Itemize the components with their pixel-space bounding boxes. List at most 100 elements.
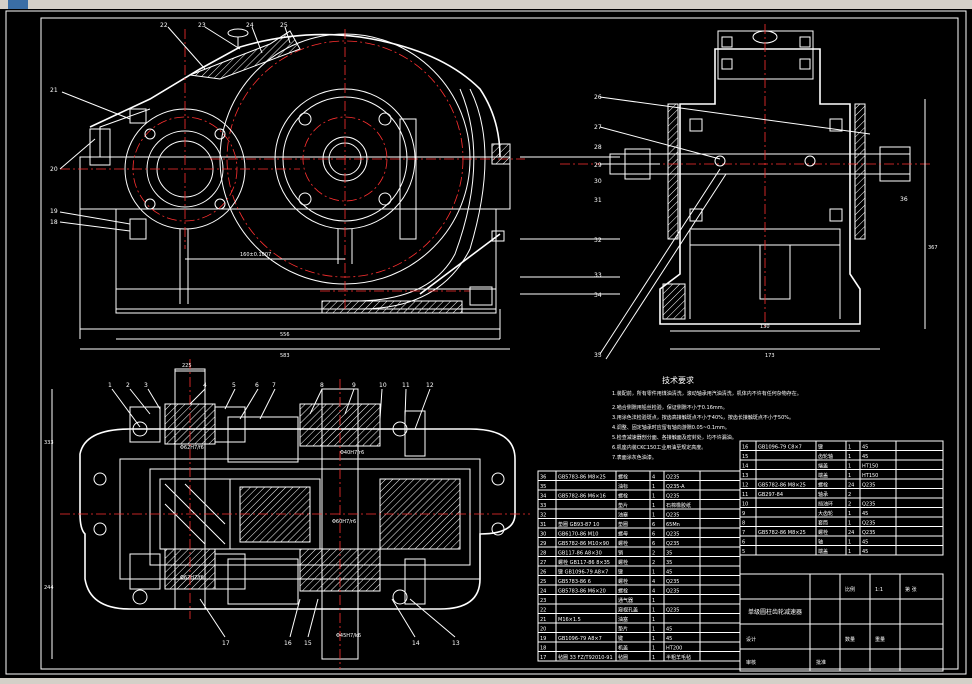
bom-cell: 1 — [652, 608, 655, 614]
bom-cell: Q235 — [666, 589, 679, 595]
bom-cell: GB117-86 A8×30 — [558, 551, 602, 557]
bom-cell: 10 — [742, 502, 748, 508]
bom-cell: 25 — [540, 579, 546, 585]
leader-30: 30 — [594, 178, 602, 185]
leader-6: 6 — [255, 382, 259, 389]
tech-item-2: 2.啮合侧隙用铅丝检验，保证侧隙不小于0.16mm。 — [612, 404, 728, 411]
leader-35: 35 — [594, 352, 602, 359]
bom-cell: 垫片 — [618, 626, 628, 633]
bom-cell: 螺栓 — [818, 529, 828, 536]
bom-cell: 1 — [848, 511, 851, 517]
bom-cell: 45 — [862, 454, 868, 460]
bom-cell: 24 — [848, 530, 854, 536]
bom-cell: 销 — [618, 550, 623, 557]
fit-label-1: Φ62H7/f6 — [180, 445, 204, 451]
leader-34: 34 — [594, 292, 602, 299]
bom-cell: 12 — [742, 483, 748, 489]
bom-cell: 36 — [540, 475, 546, 481]
bom-cell: 螺栓 — [618, 540, 628, 547]
leader-5: 5 — [232, 382, 236, 389]
bom-cell: 45 — [666, 570, 672, 576]
bom-cell: 11 — [742, 492, 748, 498]
bom-cell: 16 — [742, 445, 748, 451]
bom-cell: GB6170-86 M10 — [558, 532, 598, 538]
bom-cell: HT150 — [862, 473, 878, 479]
dim-left-h1: 333 — [44, 440, 54, 446]
scale-value: 1:1 — [875, 587, 883, 593]
bom-cell: 45 — [862, 445, 868, 451]
leader-22: 22 — [160, 22, 168, 29]
bom-cell: 1 — [848, 473, 851, 479]
window-bottom-bar — [0, 678, 972, 684]
bom-cell: 29 — [540, 541, 546, 547]
bom-cell: 2 — [652, 560, 655, 566]
bom-cell: M16×1.5 — [558, 617, 581, 623]
bom-cell: 28 — [540, 551, 546, 557]
leader-17: 17 — [222, 640, 230, 647]
bom-cell: Q235 — [666, 513, 679, 519]
bom-cell: 20 — [540, 627, 546, 633]
leader-26: 26 — [594, 94, 602, 101]
bom-cell: 垫片 — [618, 502, 628, 509]
bom-cell: 6 — [652, 532, 655, 538]
sheet-label: 第 张 — [905, 586, 917, 593]
bom-cell: GB5783-86 6 — [558, 579, 591, 585]
bom-cell: 轴承 — [818, 491, 828, 498]
leader-36: 36 — [900, 196, 908, 203]
dim-center-distance: 160±0.1007 — [240, 252, 271, 258]
leader-14: 14 — [412, 640, 420, 647]
bom-cell: 4 — [652, 475, 655, 481]
designer-label: 设计 — [746, 636, 756, 643]
dim-front-overall-1: 556 — [280, 332, 290, 338]
bom-cell: 螺栓 — [818, 482, 828, 489]
bom-cell: 35 — [540, 484, 546, 490]
bom-cell: 35 — [666, 551, 672, 557]
bom-cell: 键 — [818, 444, 823, 451]
bom-cell: 8 — [742, 521, 745, 527]
bom-cell: 4 — [652, 589, 655, 595]
bom-cell: Q235 — [862, 502, 875, 508]
bom-cell: 垫圈 GB93-87 10 — [558, 521, 599, 528]
bom-cell: 6 — [742, 540, 745, 546]
quantity-label: 数量 — [845, 636, 855, 643]
leader-4: 4 — [203, 382, 207, 389]
bom-cell: 螺栓 — [618, 578, 628, 585]
bom-cell: 螺母 — [618, 531, 628, 538]
bom-cell: 螺栓 — [618, 474, 628, 481]
bom-cell: 通气器 — [618, 597, 633, 604]
leader-28: 28 — [594, 144, 602, 151]
bom-cell: GB5782-86 M6×16 — [558, 494, 606, 500]
dim-side-367: 367 — [928, 245, 938, 251]
bom-cell: Q235 — [666, 475, 679, 481]
app-tab-icon[interactable] — [8, 0, 28, 9]
bom-cell: Q235 — [862, 530, 875, 536]
bom-cell: 螺栓 — [618, 588, 628, 595]
bom-cell: GB5782-86 M8×25 — [758, 530, 806, 536]
bom-cell: 1 — [652, 513, 655, 519]
leader-29: 29 — [594, 162, 602, 169]
bom-cell: 端盖 — [818, 472, 828, 479]
leader-18: 18 — [50, 219, 58, 226]
bom-cell: GB1096-79 C8×7 — [758, 445, 802, 451]
tech-requirements: 技术要求 1.装配前，所有零件用煤油清洗，滚动轴承用汽油清洗，机体内不许有任何杂… — [612, 375, 802, 461]
leader-12: 12 — [426, 382, 434, 389]
bom-cell: 24 — [540, 589, 546, 595]
tech-title: 技术要求 — [662, 375, 694, 385]
bom-cell: 30 — [540, 532, 546, 538]
bom-cell: 垫圈 — [618, 521, 628, 528]
bom-cell: 33 — [540, 503, 546, 509]
bom-cell: 套筒 — [818, 520, 828, 527]
bom-cell: 1 — [652, 655, 655, 661]
fit-label-5: Φ45H7/k6 — [336, 633, 361, 639]
fit-label-2: Φ62H7/f6 — [180, 575, 204, 581]
bom-cell: 45 — [666, 636, 672, 642]
bom-cell: 齿轮轴 — [818, 453, 833, 460]
bom-cell: 27 — [540, 560, 546, 566]
bom-cell: 65Mn — [666, 522, 680, 528]
leader-13: 13 — [452, 640, 460, 647]
bom-cell: 9 — [742, 511, 745, 517]
leader-8: 8 — [320, 382, 324, 389]
bom-cell: 26 — [540, 570, 546, 576]
cad-drawing-canvas[interactable]: 556 583 — [0, 9, 972, 678]
